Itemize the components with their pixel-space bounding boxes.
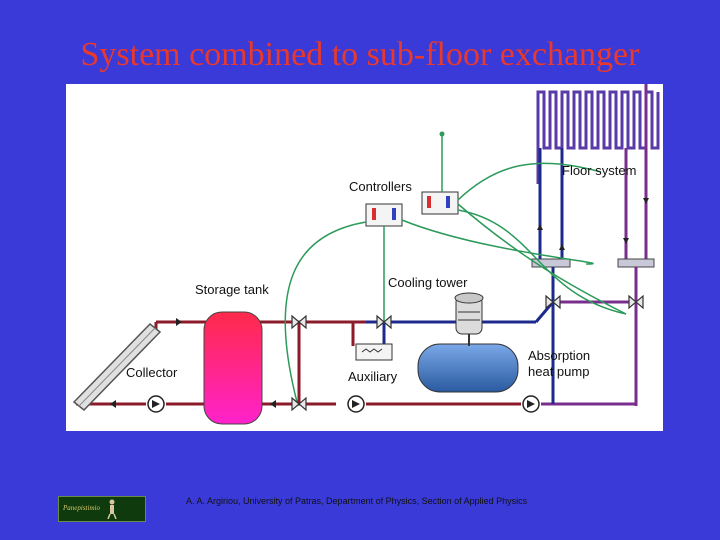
schematic-drawing [72, 84, 660, 425]
cooling-tower-label: Cooling tower [388, 275, 468, 290]
controller-units [365, 131, 459, 227]
logo-figure-icon [107, 499, 117, 519]
collector-panel [72, 322, 162, 412]
cooling-tower-shape [454, 292, 484, 346]
control-wires [284, 162, 627, 407]
footer-credit: A. A. Argiriou, University of Patras, De… [186, 496, 528, 506]
university-logo: Panepistimio [58, 496, 146, 522]
floor-system-label: Floor system [562, 163, 637, 178]
absorption-label-line2: heat pump [528, 364, 590, 379]
auxiliary-label: Auxiliary [348, 369, 398, 384]
floor-coil [536, 90, 660, 184]
storage-tank-label: Storage tank [195, 282, 269, 297]
absorption-label-line1: Absorption [528, 348, 591, 363]
logo-lettering: Panepistimio [63, 504, 100, 512]
system-diagram: Floor system Controllers Storage tank Co… [66, 84, 663, 431]
heat-pump-shape [417, 343, 519, 393]
auxiliary-box [355, 343, 393, 361]
slide-title: System combined to sub-floor exchanger [80, 36, 640, 73]
controllers-label: Controllers [349, 179, 412, 194]
valves [291, 294, 644, 412]
storage-tank-shape [203, 311, 263, 425]
collector-label: Collector [126, 365, 178, 380]
